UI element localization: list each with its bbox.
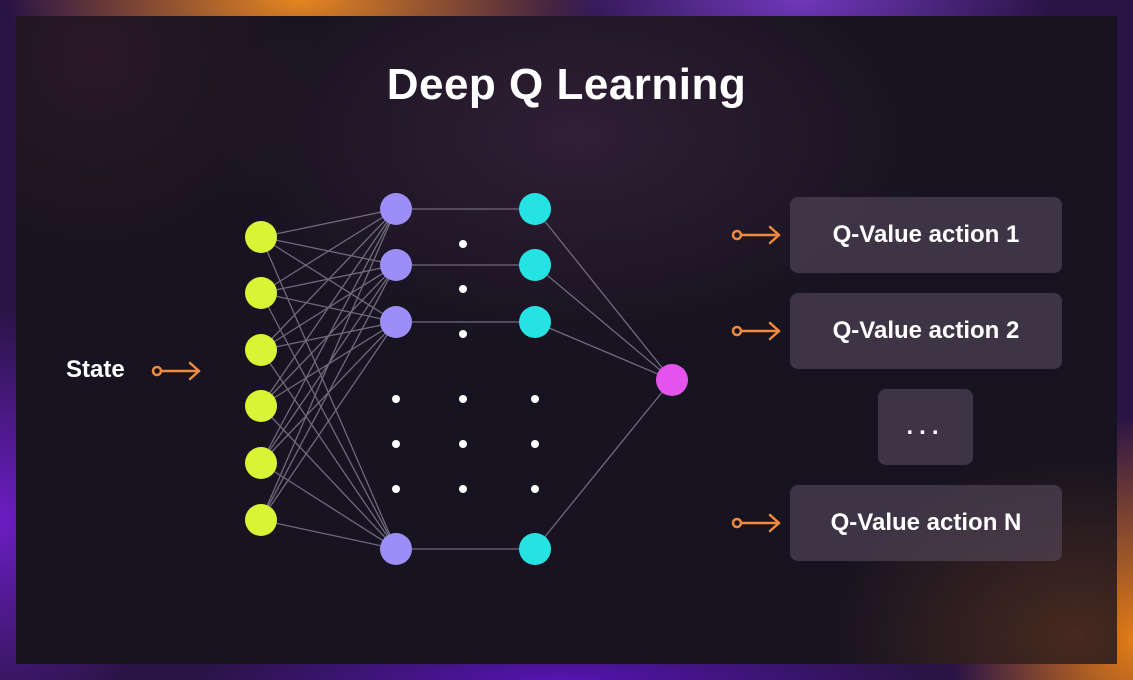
ellipsis-dot-6: [392, 485, 400, 493]
edge-input-3-hidden1-1: [260, 208, 397, 351]
edge-input-5-hidden1-4: [260, 462, 397, 550]
q-value-box-2: Q-Value action 2: [790, 293, 1062, 369]
hidden1-node-1: [380, 193, 412, 225]
input-node-4: [245, 390, 277, 422]
hidden2-node-1: [519, 193, 551, 225]
input-node-3: [245, 334, 277, 366]
ellipsis-dot-10: [531, 395, 539, 403]
q-value-n-arrow-icon-head: [768, 513, 781, 533]
ellipsis-dot-9: [459, 485, 467, 493]
edge-input-3-hidden1-4: [260, 349, 397, 550]
edge-input-1-hidden1-1: [260, 208, 397, 238]
ellipsis-dot-11: [531, 440, 539, 448]
output-node: [656, 364, 688, 396]
hidden1-node-2: [380, 249, 412, 281]
input-node-2: [245, 277, 277, 309]
q-value-2-arrow-icon: [731, 321, 781, 341]
ellipsis-dot-7: [459, 395, 467, 403]
ellipsis-box: ...: [878, 389, 973, 465]
edge-input-6-hidden1-4: [260, 519, 397, 550]
arrows: [151, 225, 781, 533]
input-node-5: [245, 447, 277, 479]
edge-input-4-hidden1-1: [260, 208, 397, 407]
edge-input-6-hidden1-3: [260, 321, 397, 521]
continuation-dots: [392, 240, 539, 493]
ellipsis-dot-8: [459, 440, 467, 448]
ellipsis-dot-1: [459, 240, 467, 248]
input-node-6: [245, 504, 277, 536]
q-value-2-arrow-icon-head: [768, 321, 781, 341]
q-value-1-arrow-icon-head: [768, 225, 781, 245]
state-label: State: [66, 356, 125, 383]
edge-hidden2-2-output: [534, 264, 673, 381]
input-node-1: [245, 221, 277, 253]
network-nodes: [245, 193, 688, 565]
hidden1-node-4: [380, 533, 412, 565]
hidden1-node-3: [380, 306, 412, 338]
ellipsis-dot-2: [459, 285, 467, 293]
edge-hidden2-1-output: [534, 208, 673, 381]
ellipsis-dot-5: [392, 440, 400, 448]
edge-hidden2-3-output: [534, 321, 673, 381]
q-value-1-arrow-icon: [731, 225, 781, 245]
ellipsis-dot-4: [392, 395, 400, 403]
edge-input-6-hidden1-2: [260, 264, 397, 521]
q-value-box-n: Q-Value action N: [790, 485, 1062, 561]
ellipsis-dot-12: [531, 485, 539, 493]
q-value-n-arrow-icon: [731, 513, 781, 533]
edge-input-2-hidden1-1: [260, 208, 397, 294]
edge-input-4-hidden1-4: [260, 405, 397, 550]
network-edges: [260, 208, 673, 550]
state-arrow-icon: [151, 361, 201, 381]
hidden2-node-4: [519, 533, 551, 565]
diagram-title: Deep Q Learning: [386, 60, 747, 109]
edge-hidden2-4-output: [534, 379, 673, 550]
edge-input-5-hidden1-1: [260, 208, 397, 464]
ellipsis-dot-3: [459, 330, 467, 338]
state-arrow-icon-head: [188, 361, 201, 381]
q-value-box-1: Q-Value action 1: [790, 197, 1062, 273]
hidden2-node-2: [519, 249, 551, 281]
edge-input-6-hidden1-1: [260, 208, 397, 521]
hidden2-node-3: [519, 306, 551, 338]
